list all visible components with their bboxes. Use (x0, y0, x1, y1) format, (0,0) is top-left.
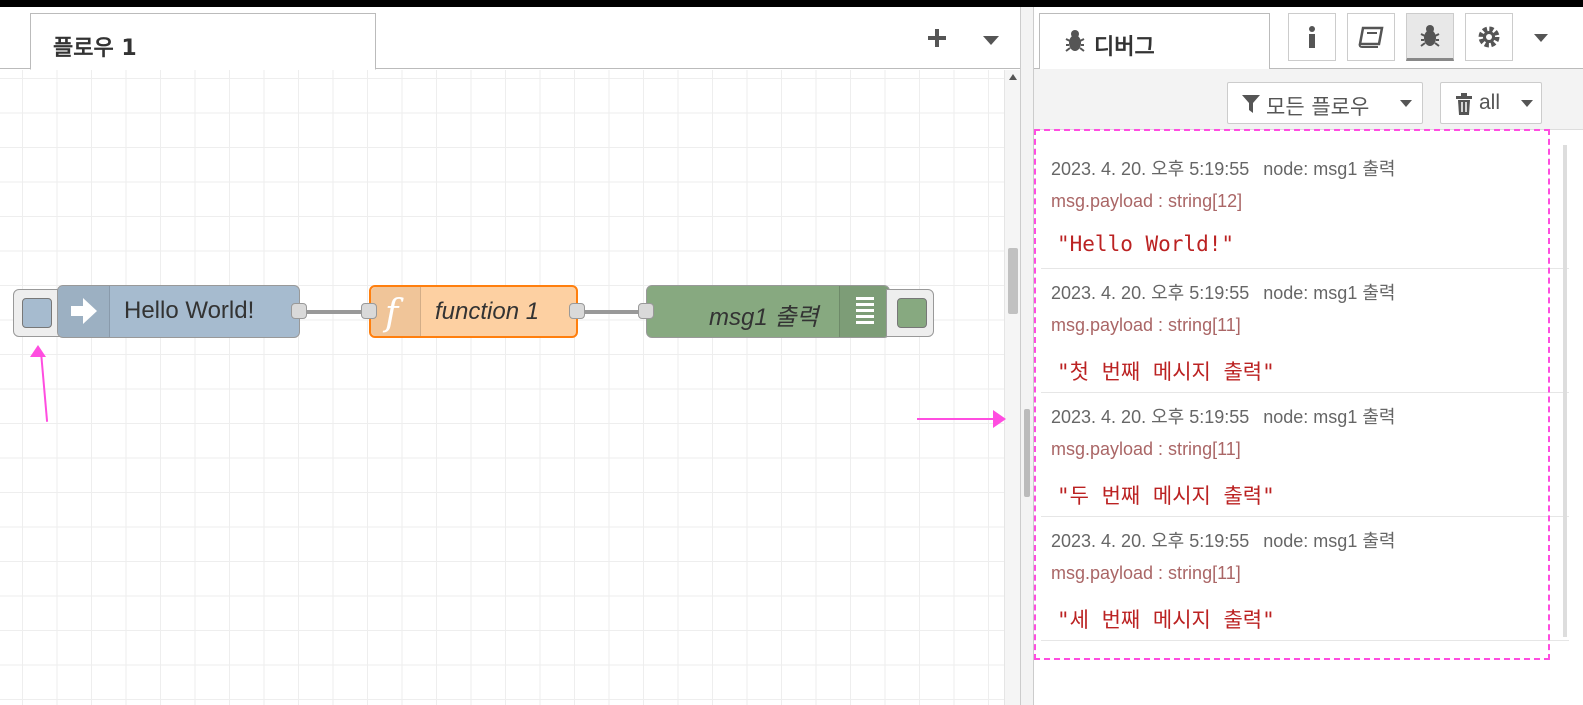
annotation-arrow-up-icon (30, 345, 46, 357)
message-payload[interactable]: "첫 번째 메시지 출력" (1057, 360, 1275, 384)
clear-messages-button[interactable]: all (1440, 82, 1542, 124)
filter-icon (1242, 95, 1260, 113)
message-topic: msg.payload : string[11] (1051, 439, 1241, 459)
chevron-down-icon (1400, 100, 1412, 107)
workspace-tab-bar: 플로우 1 (0, 7, 1020, 70)
chevron-down-icon (1521, 100, 1533, 107)
tab-debug[interactable]: 디버그 (1039, 13, 1270, 70)
message-payload[interactable]: "두 번째 메시지 출력" (1057, 484, 1275, 508)
debug-toggle-button[interactable] (886, 289, 934, 337)
window-top-bar (0, 0, 1583, 7)
message-meta: 2023. 4. 20. 오후 5:19:55 node: msg1 출력 (1051, 403, 1395, 429)
arrow-right-icon (58, 286, 110, 337)
tab-flow-1[interactable]: 플로우 1 (30, 13, 376, 70)
workspace: 플로우 1 Hello World! f function 1 (0, 7, 1020, 705)
function-node[interactable]: f function 1 (369, 285, 578, 338)
debug-node-label: msg1 출력 (709, 304, 819, 331)
trash-icon (1456, 93, 1472, 115)
inject-node-label: Hello World! (124, 297, 255, 324)
plus-icon[interactable] (922, 23, 952, 53)
message-topic: msg.payload : string[11] (1051, 563, 1241, 583)
info-icon[interactable] (1288, 13, 1336, 61)
message-timestamp: 2023. 4. 20. 오후 5:19:55 (1051, 531, 1250, 551)
message-meta: 2023. 4. 20. 오후 5:19:55 node: msg1 출력 (1051, 279, 1395, 305)
function-node-label: function 1 (435, 298, 540, 325)
filter-flows-button[interactable]: 모든 플로우 (1227, 82, 1423, 124)
bug-icon[interactable] (1406, 13, 1454, 61)
debug-message[interactable]: 2023. 4. 20. 오후 5:19:55 node: msg1 출력 msg… (1041, 393, 1569, 517)
clear-label: all (1479, 91, 1501, 114)
message-list-scrollbar[interactable] (1563, 145, 1567, 637)
function-input-port[interactable] (361, 303, 377, 319)
annotation-arrow-right-icon (993, 410, 1006, 428)
message-node-link[interactable]: node: msg1 출력 (1263, 407, 1396, 427)
chevron-down-icon[interactable] (976, 23, 1006, 53)
debug-tab-label: 디버그 (1094, 35, 1155, 60)
message-meta: 2023. 4. 20. 오후 5:19:55 node: msg1 출력 (1051, 527, 1395, 553)
sidebar: 디버그 모든 플로우 all 2023. 4. 20. 오후 5:19:5 (1034, 7, 1583, 705)
flow-tab-label: 플로우 1 (53, 36, 137, 61)
message-timestamp: 2023. 4. 20. 오후 5:19:55 (1051, 159, 1250, 179)
message-topic: msg.payload : string[12] (1051, 191, 1243, 211)
sidebar-tab-bar: 디버그 (1034, 7, 1583, 70)
message-node-link[interactable]: node: msg1 출력 (1263, 159, 1396, 179)
message-node-link[interactable]: node: msg1 출력 (1263, 531, 1396, 551)
book-icon[interactable] (1347, 13, 1395, 61)
gear-icon[interactable] (1465, 13, 1513, 61)
scroll-up-arrow-icon[interactable] (1009, 74, 1017, 80)
chevron-down-icon[interactable] (1534, 34, 1548, 42)
debug-toolbar: 모든 플로우 all (1034, 69, 1583, 130)
debug-message[interactable]: 2023. 4. 20. 오후 5:19:55 node: msg1 출력 msg… (1041, 517, 1569, 641)
message-payload[interactable]: "세 번째 메시지 출력" (1057, 608, 1275, 632)
flow-canvas[interactable]: Hello World! f function 1 msg1 출력 (0, 70, 1004, 705)
debug-message[interactable]: 2023. 4. 20. 오후 5:19:55 node: msg1 출력 msg… (1041, 145, 1569, 269)
list-icon (839, 286, 889, 337)
debug-message-list[interactable]: 2023. 4. 20. 오후 5:19:55 node: msg1 출력 msg… (1035, 130, 1583, 705)
sidebar-splitter[interactable] (1020, 7, 1034, 705)
debug-message[interactable]: 2023. 4. 20. 오후 5:19:55 node: msg1 출력 msg… (1041, 269, 1569, 393)
message-timestamp: 2023. 4. 20. 오후 5:19:55 (1051, 407, 1250, 427)
message-topic: msg.payload : string[11] (1051, 315, 1241, 335)
debug-node[interactable]: msg1 출력 (646, 285, 890, 338)
filter-label: 모든 플로우 (1266, 95, 1370, 119)
bug-icon (1064, 29, 1086, 58)
inject-button[interactable] (13, 289, 61, 337)
debug-input-port[interactable] (638, 303, 654, 319)
splitter-grip[interactable] (1024, 409, 1030, 497)
message-timestamp: 2023. 4. 20. 오후 5:19:55 (1051, 283, 1250, 303)
canvas-scrollbar[interactable] (1004, 70, 1020, 705)
wire[interactable] (307, 310, 369, 314)
annotation-arrow-line (917, 418, 995, 420)
scrollbar-thumb[interactable] (1008, 248, 1018, 314)
message-meta: 2023. 4. 20. 오후 5:19:55 node: msg1 출력 (1051, 155, 1395, 181)
function-icon: f (371, 287, 421, 336)
inject-output-port[interactable] (291, 303, 307, 319)
message-payload[interactable]: "Hello World!" (1057, 232, 1235, 256)
message-node-link[interactable]: node: msg1 출력 (1263, 283, 1396, 303)
wire[interactable] (585, 310, 647, 314)
svg-text:f: f (382, 293, 404, 334)
inject-node[interactable]: Hello World! (57, 285, 300, 338)
function-output-port[interactable] (569, 303, 585, 319)
